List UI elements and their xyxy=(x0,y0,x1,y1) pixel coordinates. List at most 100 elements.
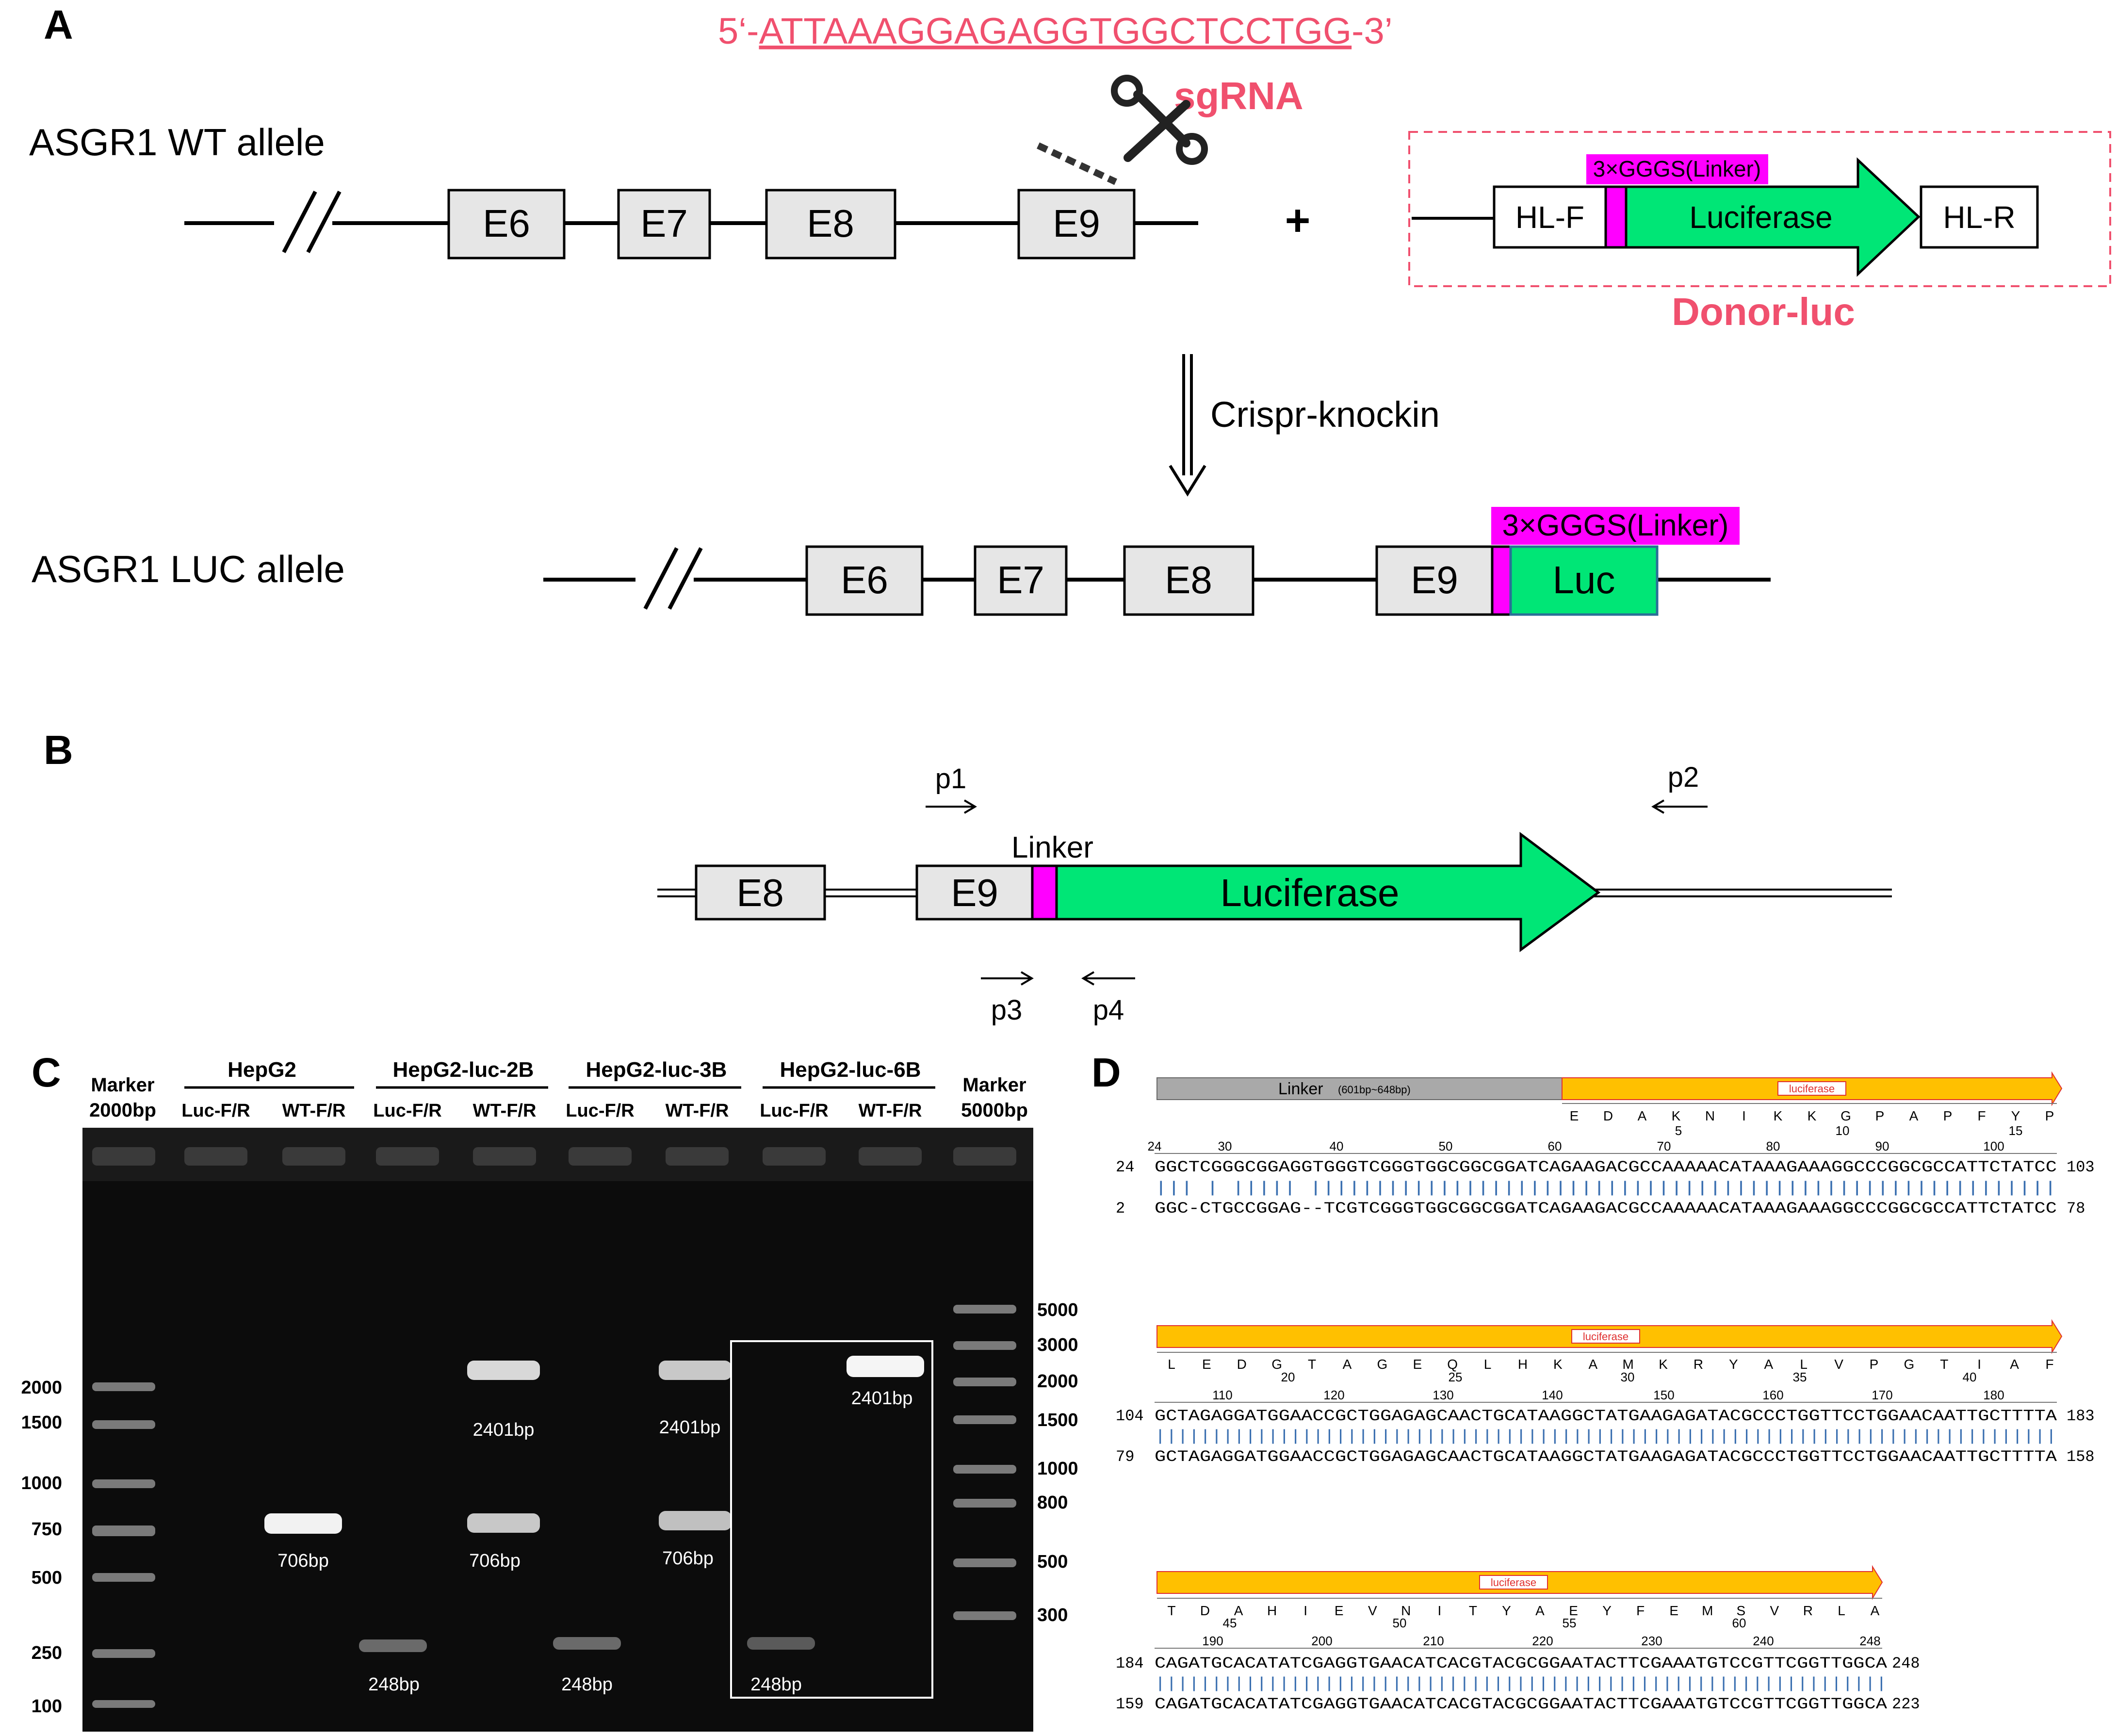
amino-acid-3-21: L xyxy=(1838,1603,1845,1618)
amino-acid-1-8: K xyxy=(1808,1108,1817,1123)
aa-tick-1-3: 15 xyxy=(2009,1123,2023,1138)
amino-acid-1-10: P xyxy=(1875,1108,1885,1123)
nt-tick-2-8: 180 xyxy=(1983,1388,2004,1402)
bot-start-3: 159 xyxy=(1116,1695,1144,1713)
bot-start-2: 79 xyxy=(1116,1448,1134,1466)
primer-p4: p4 xyxy=(1081,971,1135,1026)
svg-text:p2: p2 xyxy=(1668,762,1699,793)
svg-text:p1: p1 xyxy=(935,763,967,795)
amino-acid-2-19: L xyxy=(1800,1357,1808,1372)
amino-acid-3-20: R xyxy=(1803,1603,1813,1618)
aa-tick-3-4: 60 xyxy=(1732,1616,1746,1630)
ladder-left-750: 750 xyxy=(32,1519,62,1540)
aa-tick-2-5: 40 xyxy=(1963,1370,1977,1384)
wt-break-mark-2 xyxy=(306,191,342,253)
amino-acid-1-11: A xyxy=(1909,1108,1919,1123)
nt-tick-2-5: 150 xyxy=(1653,1388,1674,1402)
nt-tick-2-2: 120 xyxy=(1323,1388,1344,1402)
alignment-block-2: luciferase xyxy=(1156,1319,2063,1354)
band-2b-wt-2401 xyxy=(467,1361,540,1380)
band-2b-wt-706 xyxy=(467,1513,540,1533)
bot-seq-1: GGC-CTGCCGGAG--TCGTCGGGTGGCGGCGGATCAGAAG… xyxy=(1155,1200,2057,1217)
amino-acid-1-12: P xyxy=(1943,1108,1953,1123)
amino-acid-1-5: N xyxy=(1705,1108,1715,1123)
amino-acid-2-24: I xyxy=(1977,1357,1981,1372)
donor-hl-r: HL-R xyxy=(1920,185,2039,249)
svg-text:E9: E9 xyxy=(1053,202,1100,245)
top-end-2: 183 xyxy=(2067,1407,2095,1425)
ladder-right-3000: 3000 xyxy=(1037,1335,1078,1355)
ladder-left-labels: 2000 1500 1000 750 500 250 100 xyxy=(21,1378,62,1717)
svg-text:HL-R: HL-R xyxy=(1943,200,2015,235)
aa-tick-2-2: 25 xyxy=(1449,1370,1463,1384)
luc-break-mark-2 xyxy=(668,547,703,610)
ladder-right-2000: 2000 xyxy=(1037,1371,1078,1392)
nt-tick-2-3: 130 xyxy=(1433,1388,1453,1402)
band-label-6b-wt: 2401bp xyxy=(851,1388,913,1409)
nt-tick-3-7: 248 xyxy=(1859,1634,1880,1648)
svg-text:HepG2-luc-3B: HepG2-luc-3B xyxy=(586,1058,727,1082)
svg-text:E8: E8 xyxy=(736,871,784,914)
bot-end-2: 158 xyxy=(2067,1448,2095,1466)
amino-acid-3-8: N xyxy=(1401,1603,1411,1618)
nt-tick-3-6: 240 xyxy=(1753,1634,1774,1648)
amino-acid-3-19: V xyxy=(1770,1603,1779,1618)
amino-acid-2-5: T xyxy=(1308,1357,1316,1372)
amino-acid-3-18: S xyxy=(1736,1603,1745,1618)
amino-acid-2-12: K xyxy=(1553,1357,1563,1372)
group-hepg2-luc-6b: HepG2-luc-6B xyxy=(763,1058,935,1089)
amino-acid-3-17: M xyxy=(1702,1603,1713,1618)
amino-acid-3-22: A xyxy=(1871,1603,1880,1618)
match-2: ||||||||||||||||||||||||||||||||||||||||… xyxy=(1155,1428,2057,1445)
nt-tick-2-4: 140 xyxy=(1542,1388,1563,1402)
amino-acid-2-15: K xyxy=(1659,1357,1668,1372)
group-hepg2: HepG2 xyxy=(184,1058,354,1089)
svg-text:E9: E9 xyxy=(1411,558,1458,601)
donor-linker-label: 3×GGGS(Linker) xyxy=(1593,156,1761,181)
svg-text:E8: E8 xyxy=(807,202,854,245)
amino-acid-1-3: A xyxy=(1638,1108,1647,1123)
nt-ticks-1: 24 30 40 50 60 70 80 90 100 xyxy=(1148,1139,2004,1153)
amino-acid-2-6: A xyxy=(1343,1357,1352,1372)
wt-exon-e6: E6 xyxy=(447,189,566,260)
donor-linker-segment xyxy=(1604,185,1628,249)
donor-linker-badge xyxy=(1586,154,1768,184)
svg-text:5000bp: 5000bp xyxy=(961,1100,1028,1121)
marker-left-header: Marker 2000bp xyxy=(89,1074,156,1121)
top-start-2: 104 xyxy=(1116,1407,1144,1425)
luc-linker-label: 3×GGGS(Linker) xyxy=(1502,509,1729,542)
amino-acid-3-14: Y xyxy=(1602,1603,1612,1618)
nt-tick-2-1: 110 xyxy=(1212,1388,1232,1402)
svg-text:E7: E7 xyxy=(640,202,688,245)
lane-label-5: Luc-F/R xyxy=(566,1101,634,1121)
alignment-block-1: Linker (601bp~648bp) luciferase xyxy=(1156,1071,2063,1106)
ladder-right-labels: 5000 3000 2000 1500 1000 800 500 300 xyxy=(1037,1300,1078,1625)
amino-acid-3-2: D xyxy=(1200,1603,1210,1618)
nt-tick-1-3: 40 xyxy=(1330,1139,1344,1153)
amino-acid-2-8: E xyxy=(1413,1357,1422,1372)
gel-wells xyxy=(92,1147,1016,1166)
amino-acid-2-17: Y xyxy=(1729,1357,1738,1372)
scissors-icon xyxy=(1111,75,1208,165)
nt-ticks-2: 110 120 130 140 150 160 170 180 xyxy=(1212,1388,2004,1402)
donor-luciferase-label: Luciferase xyxy=(1689,200,1832,235)
linker-bar xyxy=(1156,1077,1563,1100)
amino-acid-2-7: G xyxy=(1377,1357,1388,1372)
primer-p2: p2 xyxy=(1651,762,1708,814)
lane-label-3: Luc-F/R xyxy=(373,1101,441,1121)
svg-text:E7: E7 xyxy=(997,558,1044,601)
nt-tick-3-5: 230 xyxy=(1641,1634,1662,1648)
luciferase-label-1: luciferase xyxy=(1789,1083,1835,1095)
bot-end-3: 223 xyxy=(1892,1695,1920,1713)
nt-tick-2-7: 170 xyxy=(1872,1388,1892,1402)
band-label-3b-wt-bottom: 706bp xyxy=(662,1548,714,1569)
b-exon-e8: E8 xyxy=(695,864,826,921)
nt-tick-3-1: 190 xyxy=(1202,1634,1223,1648)
ladder-left-2000: 2000 xyxy=(21,1378,62,1398)
nt-tick-1-6: 70 xyxy=(1657,1139,1671,1153)
svg-text:p3: p3 xyxy=(991,994,1023,1026)
lane-label-8: WT-F/R xyxy=(859,1101,922,1121)
svg-text:E6: E6 xyxy=(483,202,530,245)
primer-p3: p3 xyxy=(981,971,1034,1026)
